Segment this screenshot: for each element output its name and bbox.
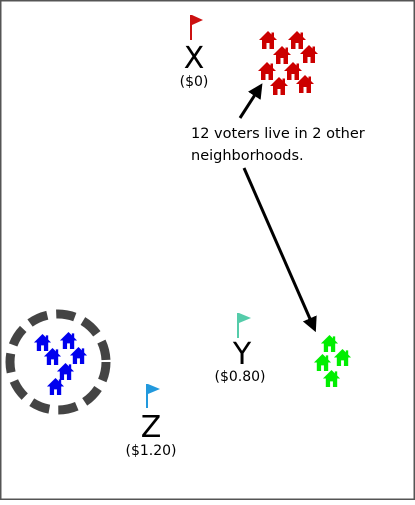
annotation-line-2: neighborhoods. bbox=[191, 148, 304, 164]
candidate-z-letter: Z bbox=[141, 410, 162, 445]
candidate-y-price: ($0.80) bbox=[214, 369, 265, 385]
flag-icon bbox=[190, 15, 203, 40]
flag-icon bbox=[146, 384, 160, 408]
candidate-y-letter: Y bbox=[232, 337, 252, 372]
selection-ring bbox=[5, 309, 111, 415]
flag-icon bbox=[237, 313, 251, 338]
annotation-line-1: 12 voters live in 2 other bbox=[191, 126, 365, 142]
candidate-x-letter: X bbox=[184, 41, 205, 76]
candidate-x-price: ($0) bbox=[180, 74, 209, 90]
candidate-z-price: ($1.20) bbox=[125, 443, 176, 459]
arrow-to-green-neighborhood bbox=[242, 167, 317, 333]
arrow-to-red-neighborhood bbox=[238, 83, 263, 119]
